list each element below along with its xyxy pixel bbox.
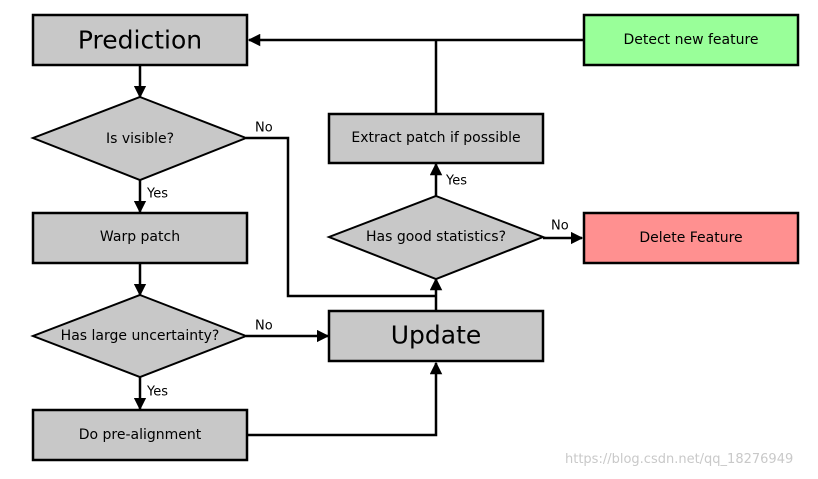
nodes: Prediction Is visible? Warp patch Has la…	[30, 13, 800, 462]
edge-visible-no-to-statistics	[246, 136, 436, 298]
warp-patch-box	[31, 211, 249, 265]
is-visible-diamond	[30, 95, 249, 182]
uncertainty-no-label: No	[255, 319, 273, 334]
warp-patch-label: Warp patch	[100, 229, 180, 245]
update-label: Update	[391, 321, 482, 350]
prediction-box	[31, 13, 249, 67]
do-pre-alignment-box	[31, 408, 249, 462]
detect-new-feature-box	[582, 13, 800, 67]
is-visible-label: Is visible?	[106, 131, 174, 147]
has-large-uncertainty-diamond	[30, 293, 249, 379]
update-box	[327, 309, 545, 363]
has-good-statistics-label: Has good statistics?	[366, 229, 506, 245]
has-large-uncertainty-label: Has large uncertainty?	[61, 328, 220, 344]
visible-yes-label: Yes	[146, 187, 168, 202]
do-pre-alignment-label: Do pre-alignment	[79, 427, 202, 443]
uncertainty-yes-label: Yes	[146, 385, 168, 400]
edges	[133, 33, 584, 437]
detect-new-feature-label: Detect new feature	[623, 32, 758, 48]
prediction-label: Prediction	[78, 26, 202, 55]
visible-no-label: No	[255, 121, 273, 136]
extract-patch-box	[327, 112, 545, 165]
statistics-yes-label: Yes	[445, 174, 467, 189]
delete-feature-label: Delete Feature	[639, 230, 742, 246]
delete-feature-box	[582, 211, 800, 265]
has-good-statistics-diamond	[326, 194, 546, 281]
edge-prealign-to-update	[248, 361, 443, 437]
statistics-no-label: No	[551, 219, 569, 234]
watermark: https://blog.csdn.net/qq_18276949	[565, 452, 794, 467]
extract-patch-label: Extract patch if possible	[351, 130, 520, 146]
edge-labels: No Yes No Yes Yes No	[146, 121, 569, 400]
